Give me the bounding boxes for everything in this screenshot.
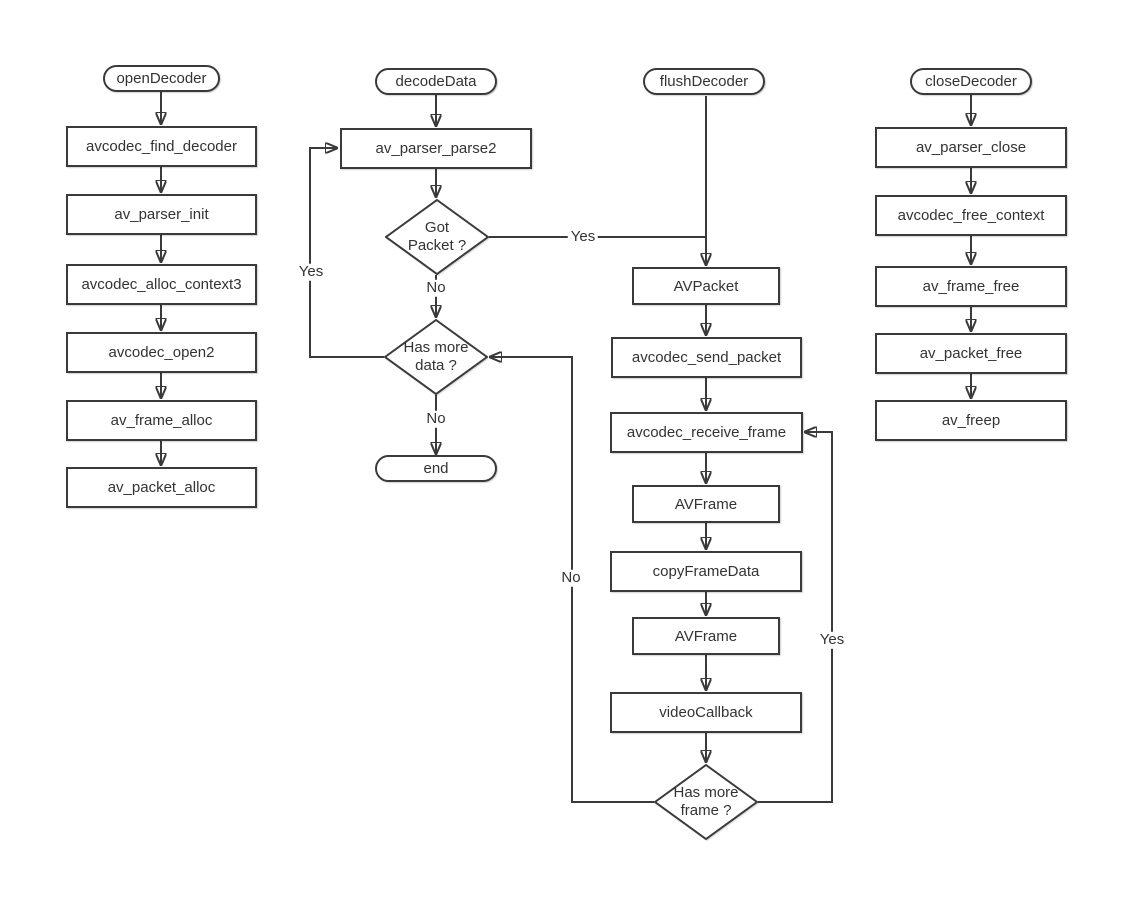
node-close-decoder-start: closeDecoder xyxy=(910,68,1032,95)
node-open-decoder-start: openDecoder xyxy=(103,65,220,92)
node-avcodec-receive-frame: avcodec_receive_frame xyxy=(610,412,803,453)
node-av-frame-free: av_frame_free xyxy=(875,266,1067,307)
node-avcodec-alloc-context3: avcodec_alloc_context3 xyxy=(66,264,257,305)
node-decision-has-more-data: Has more data ? xyxy=(384,319,488,395)
node-avcodec-free-context: avcodec_free_context xyxy=(875,195,1067,236)
decision-has-more-data-label: Has more data ? xyxy=(403,339,469,374)
node-copy-frame-data: copyFrameData xyxy=(610,551,802,592)
edge-hasmoreframe-yes-loop xyxy=(758,432,833,803)
node-avcodec-find-decoder: avcodec_find_decoder xyxy=(66,126,257,167)
node-decision-got-packet: Got Packet ? xyxy=(385,199,489,275)
node-video-callback: videoCallback xyxy=(610,692,802,733)
node-av-parser-init: av_parser_init xyxy=(66,194,257,235)
node-av-parser-parse2: av_parser_parse2 xyxy=(340,128,532,169)
edge-label-has-more-frame-yes: Yes xyxy=(816,631,848,649)
node-av-parser-close: av_parser_close xyxy=(875,127,1067,168)
node-avcodec-send-packet: avcodec_send_packet xyxy=(611,337,802,378)
node-decode-data-start: decodeData xyxy=(375,68,497,95)
edge-label-has-more-data-no: No xyxy=(423,410,449,428)
edge-label-has-more-frame-no: No xyxy=(558,569,584,587)
node-av-packet-free: av_packet_free xyxy=(875,333,1067,374)
node-avcodec-open2: avcodec_open2 xyxy=(66,332,257,373)
decision-got-packet-label: Got Packet ? xyxy=(407,219,467,254)
node-decision-has-more-frame: Has more frame ? xyxy=(654,764,758,840)
node-av-frame-alloc: av_frame_alloc xyxy=(66,400,257,441)
node-avframe-2: AVFrame xyxy=(632,617,780,655)
decision-has-more-frame-label: Has more frame ? xyxy=(673,784,739,819)
edge-label-got-packet-no: No xyxy=(423,279,449,297)
node-end: end xyxy=(375,455,497,482)
node-avpacket: AVPacket xyxy=(632,267,780,305)
edge-label-got-packet-yes: Yes xyxy=(567,228,599,246)
node-flush-decoder-start: flushDecoder xyxy=(643,68,765,95)
node-avframe-1: AVFrame xyxy=(632,485,780,523)
node-av-packet-alloc: av_packet_alloc xyxy=(66,467,257,508)
edge-hasmoredata-yes-loop xyxy=(309,148,384,358)
edge-label-has-more-data-yes: Yes xyxy=(295,263,327,281)
node-av-freep: av_freep xyxy=(875,400,1067,441)
